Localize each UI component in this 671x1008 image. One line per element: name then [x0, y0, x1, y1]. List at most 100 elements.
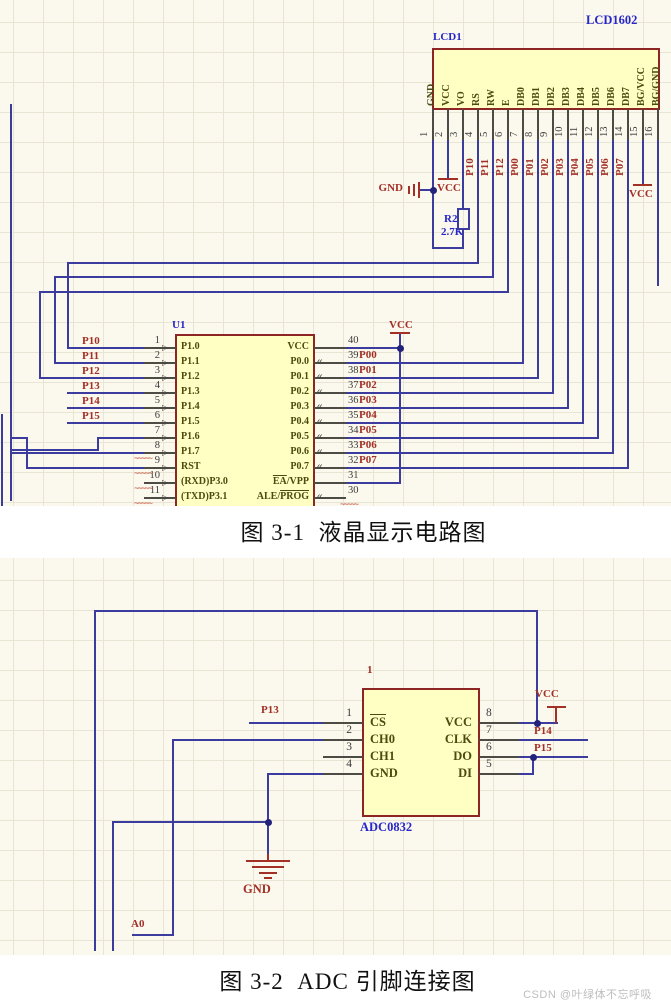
- net-label: P13: [261, 704, 279, 716]
- wire: [344, 422, 584, 424]
- net-label: P14: [82, 395, 100, 407]
- wire: [94, 610, 538, 612]
- pin-arrow-icon: ▷: [162, 433, 169, 442]
- wire: [567, 138, 569, 409]
- wire: [39, 377, 146, 379]
- pin-arrows-icon: «: [317, 431, 322, 442]
- junction-dot: [530, 754, 537, 761]
- adc-pin-line: [323, 756, 363, 758]
- wire: [432, 247, 464, 249]
- lcd-pin-line: [432, 109, 434, 140]
- u1-pin-number: 5: [154, 395, 160, 406]
- adc-pin-number: 7: [486, 724, 492, 736]
- lcd-pin-name: DB1: [531, 87, 542, 106]
- net-label: P06: [599, 158, 611, 176]
- adc-pin-line: [479, 773, 519, 775]
- wire: [447, 138, 449, 179]
- lcd-pin-name: DB4: [576, 87, 587, 106]
- pin-arrows-icon: «: [317, 371, 322, 382]
- net-label: P10: [82, 335, 100, 347]
- lcd-pin-name: DB3: [561, 87, 572, 106]
- wire: [54, 276, 56, 364]
- wire: [112, 821, 269, 823]
- erc-marker-icon: ~~~~~: [134, 499, 153, 507]
- wire: [642, 138, 644, 185]
- lcd-pin-name: DB6: [606, 87, 617, 106]
- adc0832-chip: [362, 688, 480, 817]
- wire: [582, 138, 584, 424]
- net-label: P02: [539, 158, 551, 176]
- u1-pin-name: (RXD)P3.0: [181, 476, 228, 487]
- u1-pin-name: P0.6: [290, 446, 309, 457]
- net-label: P07: [614, 158, 626, 176]
- net-label: P13: [82, 380, 100, 392]
- u1-pin-line: [314, 362, 346, 364]
- lcd-pin-number: 9: [539, 131, 550, 137]
- wire: [112, 821, 114, 951]
- gnd-symbol-icon: [246, 860, 290, 862]
- net-label: P06: [359, 439, 377, 451]
- lcd-pin-line: [657, 109, 659, 140]
- wire: [67, 347, 146, 349]
- wire: [39, 291, 41, 379]
- lcd-pin-line: [507, 109, 509, 140]
- u1-pin-name: P0.5: [290, 431, 309, 442]
- u1-pin-number: 37: [348, 380, 359, 391]
- watermark: CSDN @叶绿体不忘呼吸: [523, 989, 652, 1001]
- u1-pin-name: RST: [181, 461, 201, 472]
- adc-pin-name: DI: [458, 766, 472, 780]
- u1-pin-line: [144, 482, 176, 484]
- lcd-pin-number: 1: [419, 131, 430, 137]
- wire: [26, 437, 28, 469]
- u1-pin-name: P0.4: [290, 416, 309, 427]
- u1-pin-name: P0.7: [290, 461, 309, 472]
- adc-pin-name: DO: [453, 749, 472, 763]
- u1-pin-line: [314, 467, 346, 469]
- gnd-symbol-icon: [413, 184, 415, 196]
- wire: [97, 437, 146, 439]
- adc-pin-name: CH1: [370, 749, 395, 763]
- wire: [249, 722, 325, 724]
- gnd-label: GND: [378, 182, 403, 194]
- net-label: P03: [554, 158, 566, 176]
- lcd-pin-name: BG/VCC: [636, 67, 647, 106]
- lcd-pin-name: E: [501, 99, 512, 106]
- pin-arrow-icon: ▷: [162, 358, 169, 367]
- u1-pin-name: ALE/PROG: [256, 491, 309, 502]
- wire: [552, 138, 554, 394]
- u1-pin-number: 32: [348, 455, 359, 466]
- adc-pin-line: [479, 739, 519, 741]
- u1-pin-number: 38: [348, 365, 359, 376]
- lcd-pin-line: [627, 109, 629, 140]
- wire: [657, 138, 659, 286]
- wire: [517, 756, 588, 758]
- adc-pin-name: CH0: [370, 732, 395, 746]
- erc-marker-icon: ~~~~~: [134, 469, 153, 479]
- lcd-pin-name: DB0: [516, 87, 527, 106]
- u1-pin-name: P0.3: [290, 401, 309, 412]
- wire: [532, 756, 534, 775]
- u1-pin-name: P1.6: [181, 431, 200, 442]
- adc-pin-number: 6: [486, 741, 492, 753]
- u1-pin-line: [314, 452, 346, 454]
- wire: [344, 437, 599, 439]
- wire: [67, 262, 69, 349]
- net-label: P10: [464, 158, 476, 176]
- u1-pin-number: 9: [154, 455, 160, 466]
- u1-pin-number: 6: [154, 410, 160, 421]
- lcd-pin-line: [537, 109, 539, 140]
- lcd-pin-number: 12: [584, 126, 595, 138]
- u1-pin-name: P1.7: [181, 446, 200, 457]
- u1-pin-line: [144, 437, 176, 439]
- lcd1602-header: [432, 48, 660, 110]
- adc-pin-name: GND: [370, 766, 398, 780]
- wire: [94, 610, 96, 951]
- lcd-pin-number: 6: [494, 131, 505, 137]
- net-label: A0: [131, 918, 145, 930]
- pin-arrow-icon: ▷: [162, 403, 169, 412]
- vcc-label: VCC: [389, 319, 413, 331]
- u1-pin-line: [314, 407, 346, 409]
- net-label: P05: [584, 158, 596, 176]
